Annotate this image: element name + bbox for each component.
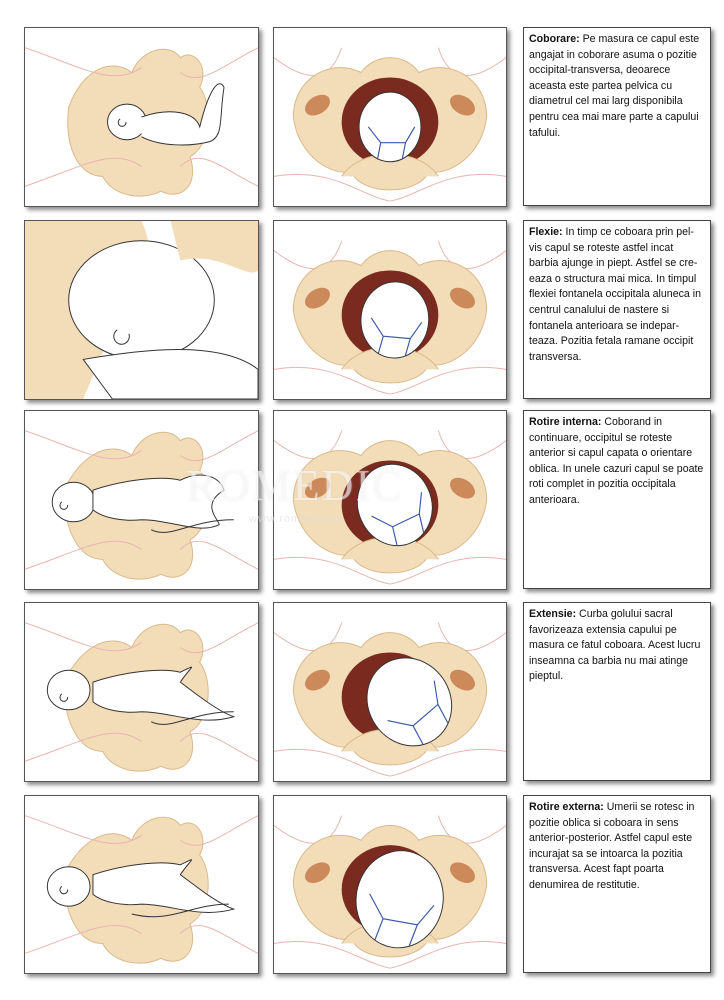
- step-text: In timp ce coboara prin pel-vis capul se…: [529, 226, 701, 363]
- pelvis-top-view-illustration: [274, 47, 506, 202]
- fetal-side-view-illustration: [25, 47, 258, 197]
- step-title: Rotire interna:: [529, 416, 602, 428]
- step-description: Coborare: Pe masura ce capul este angaja…: [523, 27, 711, 206]
- top-view-panel: [273, 410, 507, 590]
- step-title: Rotire externa:: [529, 801, 604, 813]
- step-description: Extensie: Curba golului sacral favorizea…: [523, 602, 711, 781]
- step-text: Coborand in continuare, occipitul se rot…: [529, 416, 704, 506]
- step-description: Rotire interna: Coborand in continuare, …: [523, 410, 711, 589]
- top-view-panel: [273, 795, 507, 974]
- side-view-panel: [24, 795, 259, 974]
- pelvis-top-view-illustration: [274, 622, 506, 777]
- fetal-side-view-illustration: [25, 430, 258, 580]
- top-view-panel: [273, 602, 507, 782]
- step-title: Coborare:: [529, 33, 580, 45]
- step-description: Flexie: In timp ce coboara prin pel-vis …: [523, 220, 711, 399]
- top-view-panel: [273, 27, 507, 207]
- side-view-panel: [24, 602, 259, 782]
- side-view-panel: [24, 410, 259, 590]
- side-view-panel: [24, 220, 259, 400]
- side-view-panel: [24, 27, 259, 207]
- pelvis-top-view-illustration: [274, 815, 506, 969]
- fetal-side-view-illustration: [25, 622, 258, 772]
- pelvis-top-view-illustration: [274, 240, 506, 395]
- top-view-panel: [273, 220, 507, 400]
- step-description: Rotire externa: Umerii se rotesc in pozi…: [523, 795, 711, 973]
- step-title: Flexie:: [529, 226, 563, 238]
- pelvis-top-view-illustration: [274, 430, 506, 585]
- step-text: Umerii se rotesc in pozitie oblica si co…: [529, 801, 695, 891]
- fetal-side-view-illustration: [25, 221, 258, 399]
- step-text: Pe masura ce capul este angajat in cobor…: [529, 33, 700, 139]
- step-text: Curba golului sacral favorizeaza extensi…: [529, 608, 701, 683]
- fetal-side-view-illustration: [25, 815, 258, 964]
- step-title: Extensie:: [529, 608, 577, 620]
